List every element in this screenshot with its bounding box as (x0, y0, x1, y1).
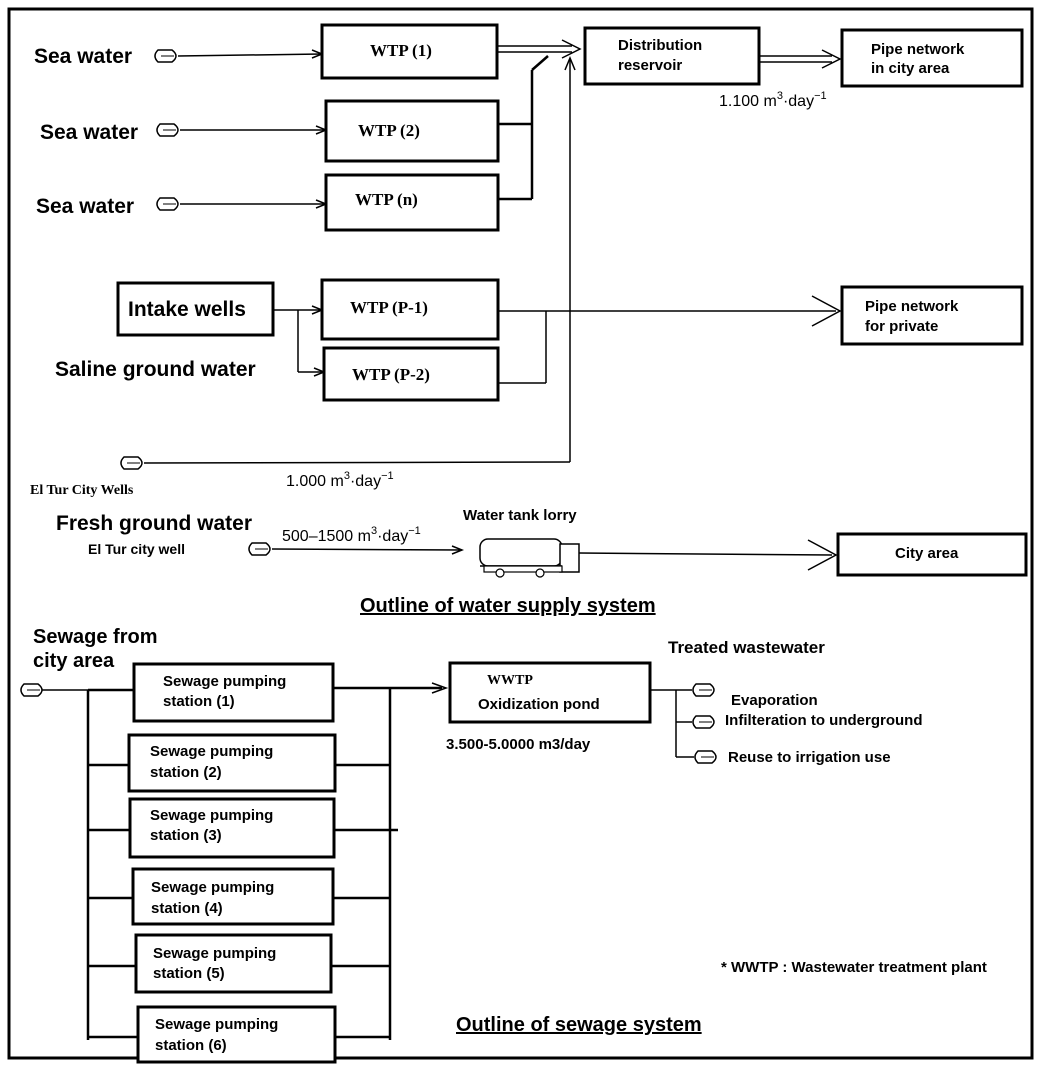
city-area-box (836, 532, 1028, 577)
water-supply-title: Outline of water supply system (360, 595, 656, 617)
reuse-label: Reuse to irrigation use (728, 749, 891, 766)
sewage-station-2: Sewage pumping station (2) (88, 733, 390, 793)
wtp-1-box (320, 23, 499, 80)
sea-water-label-3: Sea water (36, 195, 134, 218)
reuse-pump-icon (694, 750, 717, 764)
svg-text:station (4): station (4) (151, 900, 223, 917)
svg-text:Sewage pumping: Sewage pumping (163, 673, 286, 690)
intake-wells-box (116, 281, 275, 337)
sewage-source-line2: city area (33, 650, 115, 672)
wtp-2-label: WTP (2) (358, 121, 420, 140)
svg-text:Sewage pumping: Sewage pumping (150, 743, 273, 760)
wtp-1-label: WTP (1) (370, 41, 432, 60)
wwtp-oxidization-label: Oxidization pond (478, 696, 600, 713)
sewage-system-title: Outline of sewage system (456, 1014, 702, 1036)
evaporation-label: Evaporation (731, 692, 818, 709)
pipe-network-city-line1: Pipe network (871, 41, 965, 58)
saline-ground-water-label: Saline ground water (55, 358, 256, 381)
pump-icon (154, 49, 177, 63)
sewage-source-line1: Sewage from (33, 626, 157, 648)
wtp-p1-label: WTP (P-1) (350, 298, 428, 317)
sewage-station-5: Sewage pumping station (5) (88, 933, 390, 994)
pump-icon (20, 683, 43, 697)
wtp-p2-box (322, 346, 500, 402)
sewage-station-4: Sewage pumping station (4) (88, 867, 390, 926)
el-tur-city-wells-label: El Tur City Wells (30, 483, 134, 498)
svg-text:Sewage pumping: Sewage pumping (155, 1016, 278, 1033)
sewage-station-3: Sewage pumping station (3) (88, 797, 398, 859)
pipe-network-private-box (840, 285, 1024, 346)
pump-icon (248, 542, 271, 556)
wwtp-box (448, 661, 652, 724)
sewage-station-6: Sewage pumping station (6) (88, 1005, 390, 1064)
distribution-reservoir-line2: reservoir (618, 57, 682, 74)
wtp-p1-box (320, 278, 500, 341)
svg-text:station (3): station (3) (150, 827, 222, 844)
wwtp-capacity: 3.500-5.0000 m3/day (446, 736, 591, 753)
truck-icon (479, 538, 580, 578)
frame-border (7, 7, 1034, 1060)
wtp-n-box (324, 173, 500, 232)
treated-wastewater-label: Treated wastewater (668, 638, 825, 657)
sewage-station-1: Sewage pumping station (1) (88, 662, 335, 723)
svg-text:Sewage pumping: Sewage pumping (153, 945, 276, 962)
infiltration-label: Infilteration to underground (725, 712, 922, 729)
distribution-reservoir-box (583, 26, 761, 86)
pipe-network-private-line2: for private (865, 318, 938, 335)
distribution-reservoir-line1: Distribution (618, 37, 702, 54)
pump-icon (156, 123, 179, 137)
svg-text:station (2): station (2) (150, 764, 222, 781)
wtp-n-label: WTP (n) (355, 190, 418, 209)
water-tank-lorry-label: Water tank lorry (463, 507, 577, 524)
fresh-ground-water-label: Fresh ground water (56, 512, 252, 535)
flow-city-pipe: 1.100 m3·day−1 (719, 90, 827, 110)
wwtp-footnote: * WWTP : Wastewater treatment plant (721, 959, 987, 976)
city-area-label: City area (895, 545, 959, 562)
svg-text:station (1): station (1) (163, 693, 235, 710)
wwtp-label: WWTP (487, 673, 533, 688)
svg-text:station (6): station (6) (155, 1037, 227, 1054)
wtp-2-box (324, 99, 500, 163)
sea-water-label-1: Sea water (34, 45, 132, 68)
pipe-network-city-box (840, 28, 1024, 88)
svg-text:station (5): station (5) (153, 965, 225, 982)
svg-text:Sewage pumping: Sewage pumping (151, 879, 274, 896)
pipe-network-private-line1: Pipe network (865, 298, 959, 315)
flow-city-wells: 1.000 m3·day−1 (286, 470, 394, 490)
pipe-network-city-line2: in city area (871, 60, 950, 77)
pump-icon (156, 197, 179, 211)
el-tur-city-well-label: El Tur city well (88, 541, 185, 557)
intake-wells-label: Intake wells (128, 298, 246, 321)
sea-water-label-2: Sea water (40, 121, 138, 144)
wtp-p2-label: WTP (P-2) (352, 365, 430, 384)
evaporation-pump-icon (692, 683, 715, 697)
pump-icon (120, 456, 143, 470)
svg-text:Sewage pumping: Sewage pumping (150, 807, 273, 824)
flow-lorry: 500–1500 m3·day−1 (282, 525, 421, 545)
infiltration-pump-icon (692, 715, 715, 729)
